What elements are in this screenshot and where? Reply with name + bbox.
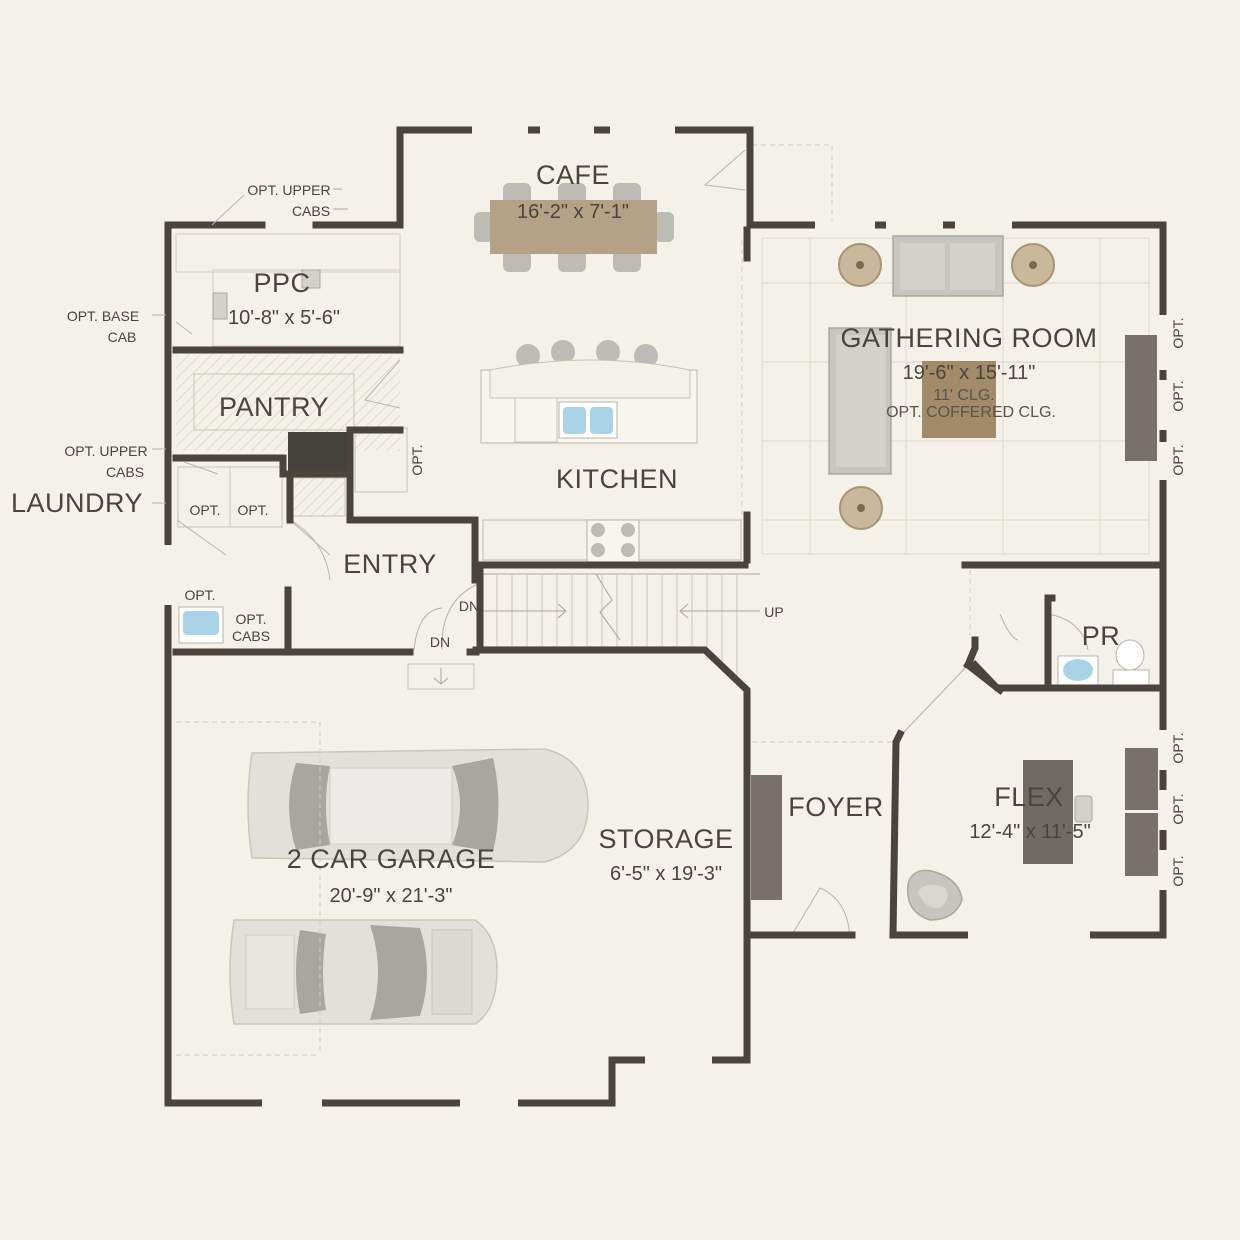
opt-upper-cabs-note-a: OPT. UPPER	[247, 182, 330, 198]
pr-name: PR	[1082, 621, 1121, 651]
opt-window-4: OPT.	[1170, 732, 1186, 763]
opt-dryer-label: OPT.	[237, 502, 268, 518]
garage-name: 2 CAR GARAGE	[287, 844, 496, 874]
option-notes: OPT. UPPER CABS OPT. BASE CAB OPT. UPPER…	[64, 182, 1186, 887]
ppc-name: PPC	[253, 268, 310, 298]
stair-up-label: UP	[764, 604, 783, 620]
opt-cabs-label-b: CABS	[232, 628, 270, 644]
opt-window-3: OPT.	[1170, 444, 1186, 475]
foyer-name: FOYER	[788, 792, 884, 822]
flex-name: FLEX	[994, 782, 1064, 812]
cafe-dims: 16'-2" x 7'-1"	[517, 201, 629, 223]
stairs	[407, 573, 760, 690]
entry-name: ENTRY	[343, 549, 437, 579]
laundry-appliances	[177, 466, 283, 644]
door-swings	[176, 149, 1089, 939]
opt-upper-cabs-note-b: CABS	[292, 203, 330, 219]
windows	[163, 125, 1168, 1108]
opt-pantry-label: OPT.	[409, 444, 425, 475]
kitchen-island	[480, 340, 698, 444]
cafe-name: CAFE	[536, 160, 610, 190]
gathering-ceiling-note: 11' CLG.	[933, 387, 994, 404]
car-bottom	[229, 919, 498, 1025]
kitchen-counter	[482, 519, 742, 565]
storage-dims: 6'-5" x 19'-3"	[610, 863, 722, 885]
opt-upper-cabs-note-2a: OPT. UPPER	[64, 443, 147, 459]
opt-washer-label: OPT.	[189, 502, 220, 518]
garage-step-dn-label: DN	[430, 634, 450, 650]
laundry-name: LAUNDRY	[11, 488, 143, 518]
gathering-dims: 19'-6" x 15'-11"	[903, 362, 1036, 384]
opt-base-cab-note-a: OPT. BASE	[67, 308, 139, 324]
storage-name: STORAGE	[598, 824, 733, 854]
powder-room-fixtures	[1057, 639, 1150, 689]
opt-window-2: OPT.	[1170, 380, 1186, 411]
opt-window-1: OPT.	[1170, 317, 1186, 348]
opt-window-5: OPT.	[1170, 793, 1186, 824]
gathering-furniture	[828, 235, 1157, 530]
opt-cabs-label-a: OPT.	[235, 611, 266, 627]
gathering-coffered-note: OPT. COFFERED CLG.	[886, 404, 1056, 421]
opt-window-6: OPT.	[1170, 855, 1186, 886]
dining-table	[474, 183, 674, 272]
opt-upper-cabs-note-2b: CABS	[106, 464, 144, 480]
ppc-counter	[175, 233, 408, 493]
pantry-name: PANTRY	[219, 392, 329, 422]
garage-dims: 20'-9" x 21'-3"	[329, 885, 452, 907]
car-top	[247, 748, 589, 863]
flex-furniture	[906, 748, 1158, 921]
stair-dn-label: DN	[459, 598, 479, 614]
flex-dims: 12'-4" x 11'-5"	[969, 821, 1091, 843]
ppc-dims: 10'-8" x 5'-6"	[228, 307, 340, 329]
opt-sink-label: OPT.	[184, 587, 215, 603]
foyer-furniture	[751, 775, 782, 900]
kitchen-name: KITCHEN	[556, 464, 678, 494]
room-labels: CAFE 16'-2" x 7'-1" PPC 10'-8" x 5'-6" P…	[11, 160, 1120, 907]
gathering-name: GATHERING ROOM	[840, 323, 1097, 353]
opt-base-cab-note-b: CAB	[108, 329, 137, 345]
pantry-shelves	[176, 355, 400, 517]
